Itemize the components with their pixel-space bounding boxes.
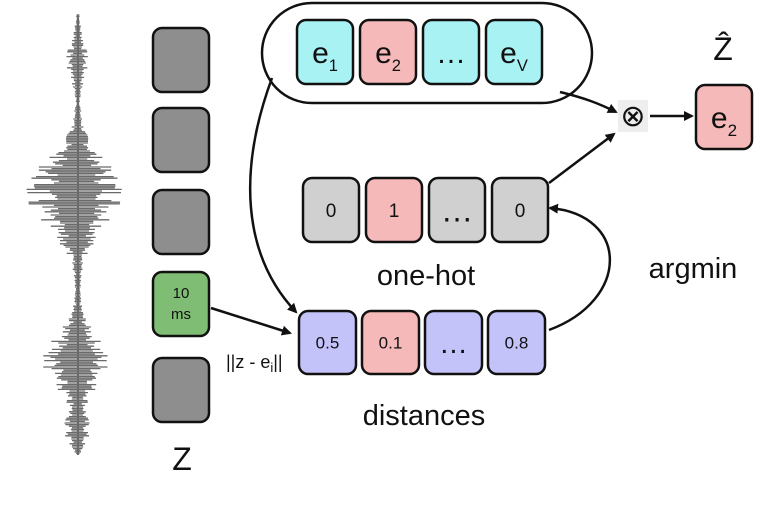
frame-label-line1: 10 (173, 285, 190, 302)
arrow-codebook-to-multiply (559, 90, 618, 114)
frame-box (151, 356, 211, 424)
arrows (210, 77, 694, 336)
frame-box (151, 270, 211, 338)
one-hot-row: 0 1 … 0 (301, 176, 550, 244)
output-value: e2 (711, 102, 737, 140)
distances-box (297, 309, 358, 376)
audio-waveform (26, 14, 122, 455)
arrow-codebook-to-distances (248, 77, 298, 314)
codebook-entry: eV (500, 37, 528, 75)
onehot-value: 0 (515, 201, 526, 222)
frame-box (151, 188, 211, 256)
distances-box (423, 309, 484, 376)
distances-value: 0.1 (379, 334, 403, 353)
codebook-box (295, 18, 355, 86)
arrow-frame-to-distances (210, 306, 292, 336)
distances-value: … (439, 328, 468, 360)
distances-box (360, 309, 421, 376)
one-hot-label: one-hot (377, 260, 475, 292)
frame-box (151, 26, 211, 94)
codebook-entry: e2 (375, 37, 401, 75)
onehot-value: 0 (326, 201, 337, 222)
multiply-bg (618, 100, 648, 132)
onehot-value: 1 (389, 201, 400, 222)
frame-label-line2: ms (171, 306, 191, 323)
codebook-entry: e1 (312, 37, 338, 75)
onehot-box (490, 176, 550, 244)
argmin-label: argmin (649, 253, 738, 285)
arrow-distances-to-onehot (548, 203, 612, 332)
codebook-entry: … (436, 37, 466, 70)
onehot-box (301, 176, 361, 244)
distances-value: 0.5 (316, 334, 340, 353)
output-label: Ẑ (713, 31, 733, 67)
codebook-box (358, 18, 418, 86)
multiply-symbol: ⊗ (620, 100, 645, 133)
distances-row: 0.5 0.1 … 0.8 (297, 309, 547, 376)
onehot-box (364, 176, 424, 244)
arrow-onehot-to-multiply (548, 132, 616, 184)
output-box (694, 83, 754, 151)
distance-formula: ||z - ei|| (226, 352, 283, 375)
frames-label: Z (172, 441, 192, 477)
distances-value: 0.8 (505, 334, 529, 353)
latent-frames-column: 10 ms (151, 26, 211, 424)
codebook-box (484, 18, 544, 86)
output-box-group: e2 (694, 83, 754, 151)
frame-box (151, 106, 211, 174)
onehot-box (427, 176, 487, 244)
onehot-value: … (441, 193, 473, 229)
codebook-box (421, 18, 481, 86)
distances-box (486, 309, 547, 376)
codebook-entries: e1 e2 … eV (295, 18, 544, 86)
distances-label: distances (363, 400, 486, 432)
